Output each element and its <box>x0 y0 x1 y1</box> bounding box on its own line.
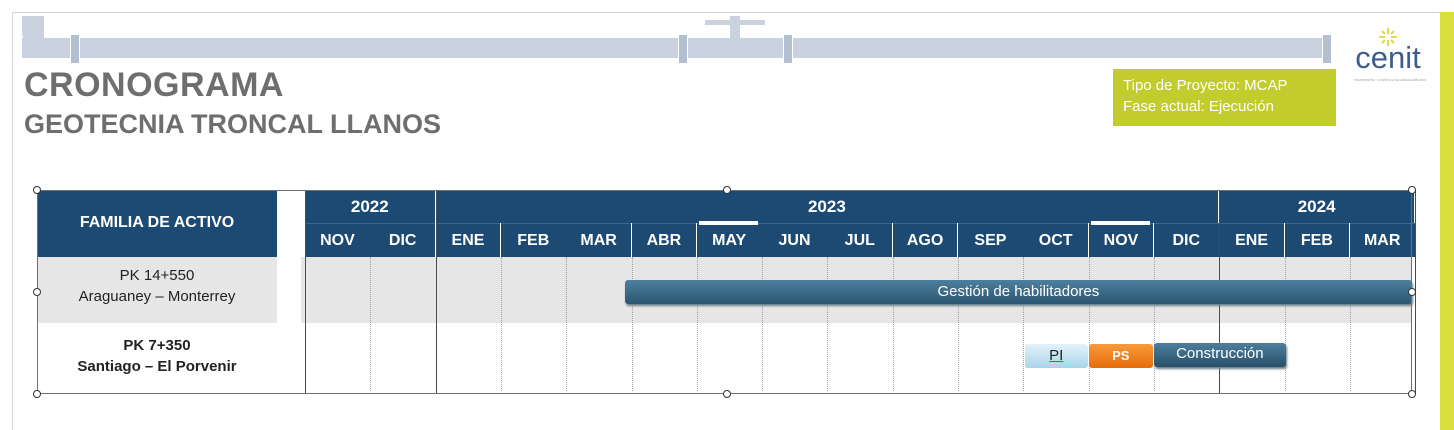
month-divider <box>762 257 764 391</box>
month-divider <box>1153 257 1155 391</box>
month-header: MAR <box>1349 223 1415 257</box>
family-header: FAMILIA DE ACTIVO <box>37 190 277 257</box>
resize-handle[interactable] <box>722 390 731 398</box>
selection-frame[interactable] <box>37 190 1412 394</box>
month-header: MAR <box>566 223 631 257</box>
bar-construccion[interactable]: Construcción <box>1153 343 1286 367</box>
year-header: 2023 <box>435 190 1219 223</box>
month-divider <box>958 257 959 391</box>
month-divider <box>1088 257 1090 391</box>
month-header: FEB <box>1284 223 1350 257</box>
month-header: ABR <box>631 223 697 257</box>
asset-pk: PK 7+350 <box>123 337 191 354</box>
year-divider <box>435 190 437 394</box>
month-header: NOV <box>305 223 370 257</box>
month-header: MAY <box>696 223 762 257</box>
bar-ps[interactable]: PS <box>1088 344 1153 368</box>
year-divider <box>305 190 306 394</box>
accent-stripe <box>1440 12 1454 430</box>
resize-handle[interactable] <box>1408 288 1416 296</box>
spreadsheet-column-strip <box>0 0 1454 13</box>
sun-icon <box>1379 28 1397 46</box>
year-header: 2024 <box>1219 190 1415 223</box>
month-divider <box>1023 257 1025 391</box>
month-divider <box>1284 257 1286 391</box>
month-divider <box>566 257 568 391</box>
current-marker <box>698 221 759 225</box>
month-header: FEB <box>500 223 566 257</box>
month-header: SEP <box>958 223 1023 257</box>
month-header: ENE <box>1219 223 1284 257</box>
month-divider <box>500 257 502 391</box>
month-divider <box>1349 257 1351 391</box>
gap-column <box>277 190 301 394</box>
year-header: 2022 <box>305 190 435 223</box>
resize-handle[interactable] <box>1408 390 1416 398</box>
bar-gestion-habilitadores[interactable]: Gestión de habilitadores <box>624 280 1412 304</box>
month-divider <box>827 257 829 391</box>
project-type: Tipo de Proyecto: MCAP <box>1123 77 1288 94</box>
resize-handle[interactable] <box>1408 186 1416 194</box>
resize-handle[interactable] <box>33 288 41 296</box>
month-header: JUL <box>827 223 893 257</box>
month-divider <box>892 257 894 391</box>
page-subtitle: GEOTECNIA TRONCAL LLANOS <box>24 109 441 139</box>
logo-text: cenit <box>1355 40 1421 75</box>
current-marker <box>1090 221 1150 225</box>
month-header: OCT <box>1023 223 1089 257</box>
project-phase: Fase actual: Ejecución <box>1123 98 1274 115</box>
month-header: DIC <box>370 223 436 257</box>
spreadsheet-row-strip <box>0 12 13 430</box>
page-title: CRONOGRAMA <box>24 66 284 104</box>
resize-handle[interactable] <box>33 390 41 398</box>
project-info-box: Tipo de Proyecto: MCAP Fase actual: Ejec… <box>1113 69 1336 126</box>
cenit-logo: cenit TRANSPORTE Y LOGÍSTICA DE HIDROCAR… <box>1346 22 1430 86</box>
month-divider <box>370 257 372 391</box>
month-divider <box>696 257 698 391</box>
asset-pk: PK 14+550 <box>119 267 195 284</box>
resize-handle[interactable] <box>33 186 41 194</box>
month-header: ENE <box>435 223 501 257</box>
month-header: AGO <box>892 223 958 257</box>
asset-segment: Araguaney – Monterrey <box>78 288 236 305</box>
month-header: DIC <box>1153 223 1219 257</box>
asset-segment: Santiago – El Porvenir <box>77 358 237 375</box>
month-divider <box>631 257 633 391</box>
resize-handle[interactable] <box>722 186 731 194</box>
month-header: JUN <box>762 223 827 257</box>
logo-tagline: TRANSPORTE Y LOGÍSTICA DE HIDROCARBUROS <box>1353 78 1427 82</box>
bar-pi[interactable]: PI <box>1024 344 1088 368</box>
